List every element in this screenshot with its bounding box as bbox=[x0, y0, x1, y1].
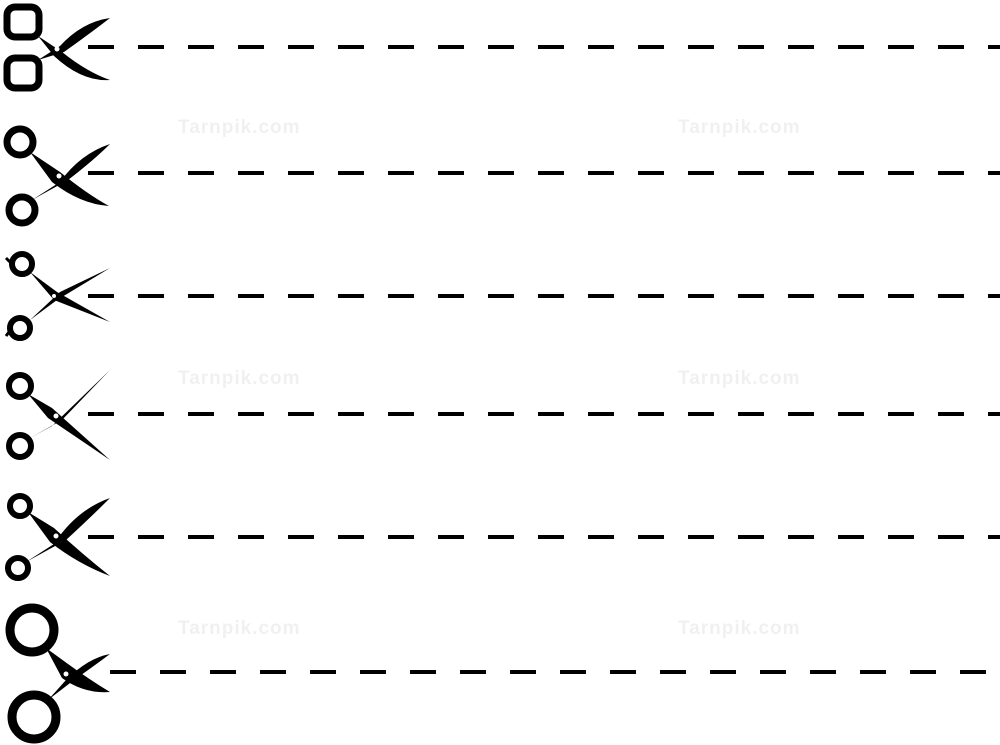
dashed-cut-line bbox=[88, 412, 1000, 416]
dashed-cut-line bbox=[110, 670, 1000, 674]
dashed-cut-line bbox=[88, 45, 1000, 49]
scissors-square-handles-icon bbox=[3, 3, 110, 92]
dashed-cut-line bbox=[88, 535, 1000, 539]
scissors-thin-icon bbox=[4, 251, 110, 341]
watermark: Tarnpik.com bbox=[678, 368, 801, 389]
watermark: Tarnpik.com bbox=[678, 117, 801, 138]
dashed-cut-line bbox=[88, 294, 1000, 298]
watermark: Tarnpik.com bbox=[178, 117, 301, 138]
watermark: Tarnpik.com bbox=[678, 618, 801, 639]
scissors-large-handles-icon bbox=[5, 603, 110, 744]
watermark: Tarnpik.com bbox=[178, 368, 301, 389]
watermark: Tarnpik.com bbox=[178, 618, 301, 639]
scissors-round-handles-icon bbox=[3, 125, 110, 227]
dashed-cut-line bbox=[88, 171, 1000, 175]
scissors-curved-blades-icon bbox=[5, 493, 110, 581]
scissors-straight-blades-icon bbox=[6, 370, 110, 460]
